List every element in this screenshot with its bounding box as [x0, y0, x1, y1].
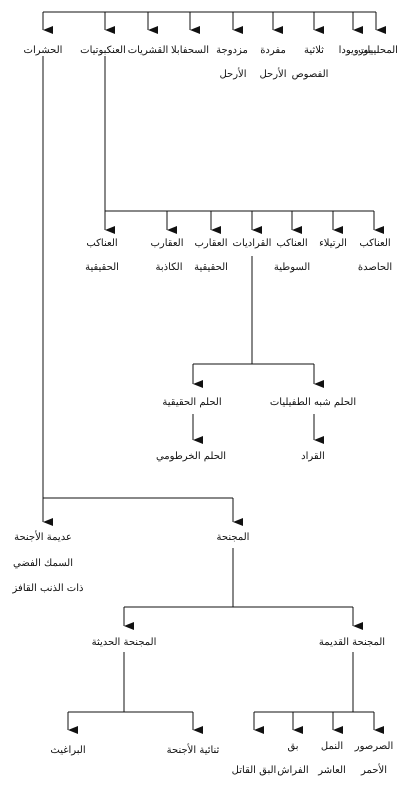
node-bristletail: ذات الذنب القافز: [12, 583, 84, 594]
node-dipterans: ثنائية الأجنحة: [166, 745, 220, 756]
node-trilobites-line2: الفصوص: [291, 69, 329, 80]
node-cockroach-line2: الأحمر: [361, 765, 387, 776]
node-new-winged: المجنحة الحديثة: [91, 637, 157, 648]
node-termites-line2: العاشر: [318, 765, 346, 776]
node-assassin-bug: البق القاتل: [231, 765, 277, 776]
node-harvestmen-line1: العناكب: [359, 238, 391, 249]
node-winged: المجنحة: [216, 532, 250, 543]
node-termites-line1: النمل: [320, 741, 344, 752]
node-fleas: البراغيث: [50, 745, 86, 756]
node-uniramia-line1: مفردة: [260, 45, 286, 56]
node-wingless: عديمة الأجنحة: [14, 532, 72, 543]
node-cockroach-line1: الصرصور: [354, 741, 394, 752]
node-tick: القراد: [301, 451, 325, 462]
node-harvestmen-line2: الحاصدة: [357, 262, 393, 273]
node-centipedes: السحفابلا: [170, 45, 210, 56]
node-true-scorpions-line2: الحقيقية: [194, 262, 228, 273]
node-molluscs: المحلييات: [358, 45, 398, 56]
node-mites: الرتيلاء: [319, 238, 347, 249]
node-silverfish: السمك الفضي: [12, 558, 74, 569]
node-old-winged: المجنحة القديمة: [318, 637, 386, 648]
node-ticks: القراديات: [232, 238, 272, 249]
node-parasitic-mites: الحلم شبه الطفيليات: [269, 397, 357, 408]
node-whip-line2: السوطية: [273, 262, 311, 273]
node-arachnids: العنكبوتيات: [80, 45, 126, 56]
node-true-mites: الحلم الحقيقية: [162, 397, 222, 408]
node-pseudoscorpions-line1: العقارب: [150, 238, 184, 249]
node-pseudoscorpions-line2: الكاذبة: [155, 262, 183, 273]
node-true-scorpions-line1: العقارب: [194, 238, 228, 249]
node-whip-line1: العناكب: [276, 238, 308, 249]
node-snout-mites: الحلم الخرطومي: [155, 451, 227, 462]
node-crustaceans: القشريات: [127, 45, 169, 56]
node-bedbug-line2: الفراش: [277, 765, 309, 776]
node-biramia-line2: الأرحل: [219, 69, 247, 80]
node-uniramia-line2: الأرحل: [259, 69, 287, 80]
node-bedbug-line1: بق: [287, 741, 299, 752]
node-arthropods-pre: بورويودا: [338, 45, 372, 56]
node-insects: الحشرات: [23, 45, 63, 56]
node-true-spiders-line1: العناكب: [86, 238, 118, 249]
node-true-spiders-line2: الحقيقية: [85, 262, 119, 273]
node-biramia-line1: مزدوجة: [216, 45, 248, 56]
node-trilobites-line1: ثلاثية: [304, 45, 324, 56]
